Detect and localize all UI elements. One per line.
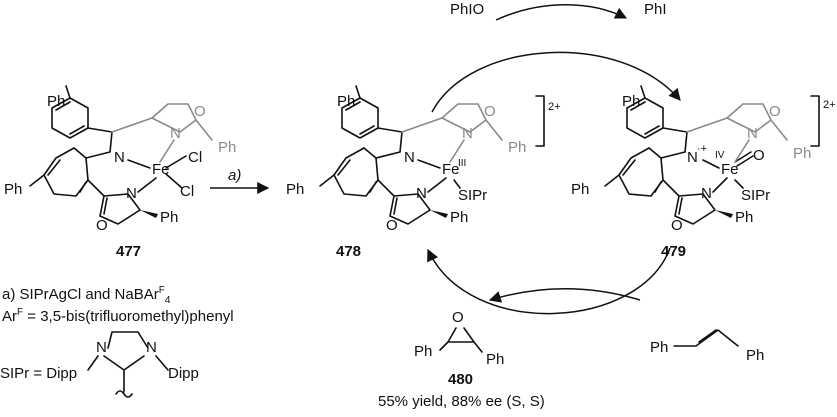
ph-bot-479: Ph xyxy=(735,209,753,226)
o-grey-478: O xyxy=(484,103,496,120)
label-479: 479 xyxy=(661,243,686,260)
n-grey-479: N xyxy=(747,125,758,142)
o-grey-477: O xyxy=(194,103,206,120)
n-479: N xyxy=(687,149,698,166)
transfer-arc xyxy=(427,247,671,315)
footnote-line2-post: = 3,5-bis(trifluoromethyl)phenyl xyxy=(23,308,234,325)
ph-bot-478: Ph xyxy=(450,209,468,226)
ph-grey-478: Ph xyxy=(508,139,526,156)
sipr-structure: SIPr = Dipp N N Dipp xyxy=(0,331,199,398)
epox-o: O xyxy=(452,309,464,326)
phi-label: PhI xyxy=(644,1,667,18)
sipr-eq-label: SIPr = Dipp xyxy=(0,365,77,382)
ph-left-479: Ph xyxy=(571,181,589,198)
label-480: 480 xyxy=(448,371,473,388)
label-477: 477 xyxy=(116,243,141,260)
epox-ph2: Ph xyxy=(486,351,504,368)
ph-top-478: Ph xyxy=(337,93,355,110)
n-bot-479: N xyxy=(701,185,712,202)
o-bot-479: O xyxy=(671,217,683,234)
n-bot-477: N xyxy=(126,185,137,202)
ph-bot-477: Ph xyxy=(160,209,178,226)
yield-480: 55% yield, 88% ee (S, S) xyxy=(378,393,545,410)
n-bot-478: N xyxy=(416,185,427,202)
sipr-478: SIPr xyxy=(458,187,487,204)
charge-478: 2+ xyxy=(548,101,561,113)
ph-left-477: Ph xyxy=(4,181,22,198)
cl1-477: Cl xyxy=(188,149,202,166)
ox-478: III xyxy=(458,158,466,169)
n-478: N xyxy=(404,149,415,166)
footnote-line1-sup: F xyxy=(158,285,165,296)
n-grey-478: N xyxy=(462,125,473,142)
fe-479: Fe xyxy=(721,161,739,178)
stilbene-ph1: Ph xyxy=(650,339,668,356)
ox-479: IV xyxy=(715,150,725,161)
sipr-dipp2: Dipp xyxy=(168,365,199,382)
footnote-line2-sup: F xyxy=(17,307,24,318)
oxo-479: O xyxy=(753,147,765,164)
ph-grey-477: Ph xyxy=(218,139,236,156)
oxidation-arc xyxy=(431,51,681,113)
cl2-477: Cl xyxy=(180,183,194,200)
phio-arc xyxy=(495,4,628,21)
epoxide-arc xyxy=(488,288,641,303)
ph-grey-479: Ph xyxy=(793,145,811,162)
stilbene-ph2: Ph xyxy=(746,347,764,364)
label-478: 478 xyxy=(336,243,361,260)
compound-478: Ph Ph N O N Ph Fe III SIPr N O Ph 2+ 478 xyxy=(286,85,561,260)
footnote-line1-text: a) SIPrAgCl and NaBAr xyxy=(2,286,159,303)
footnote-line1-sub: 4 xyxy=(164,295,171,306)
footnote-line2-pre: Ar xyxy=(2,308,17,325)
charge-479: 2+ xyxy=(823,99,836,111)
compound-480: Ph Ph O 480 55% yield, 88% ee (S, S) xyxy=(378,309,545,410)
sipr-n1: N xyxy=(96,339,107,356)
o-bot-477: O xyxy=(96,217,108,234)
o-grey-479: O xyxy=(769,103,781,120)
footnote-line1: a) SIPrAgCl and NaBArF4 xyxy=(2,286,170,306)
epox-ph1: Ph xyxy=(414,343,432,360)
ph-top-479: Ph xyxy=(622,93,640,110)
ph-top-477: Ph xyxy=(47,93,65,110)
compound-479: Ph Ph N ·+ O N Ph Fe IV O SIPr N O Ph 2+… xyxy=(571,85,836,260)
sipr-n2: N xyxy=(146,339,157,356)
ph-left-478: Ph xyxy=(286,181,304,198)
fe-477: Fe xyxy=(152,161,170,178)
footnote-line2: ArF = 3,5-bis(trifluoromethyl)phenyl xyxy=(2,307,234,325)
n-477: N xyxy=(114,149,125,166)
stilbene: Ph Ph xyxy=(650,329,764,364)
radical-479: ·+ xyxy=(697,143,707,155)
o-bot-478: O xyxy=(386,217,398,234)
n-grey-477: N xyxy=(170,125,181,142)
step-label: a) xyxy=(228,167,241,184)
sipr-479: SIPr xyxy=(741,187,770,204)
fe-478: Fe xyxy=(442,161,460,178)
compound-477: Ph Ph N O N Ph Fe Cl Cl N O Ph 477 xyxy=(4,85,236,260)
phio-label: PhIO xyxy=(450,1,484,18)
